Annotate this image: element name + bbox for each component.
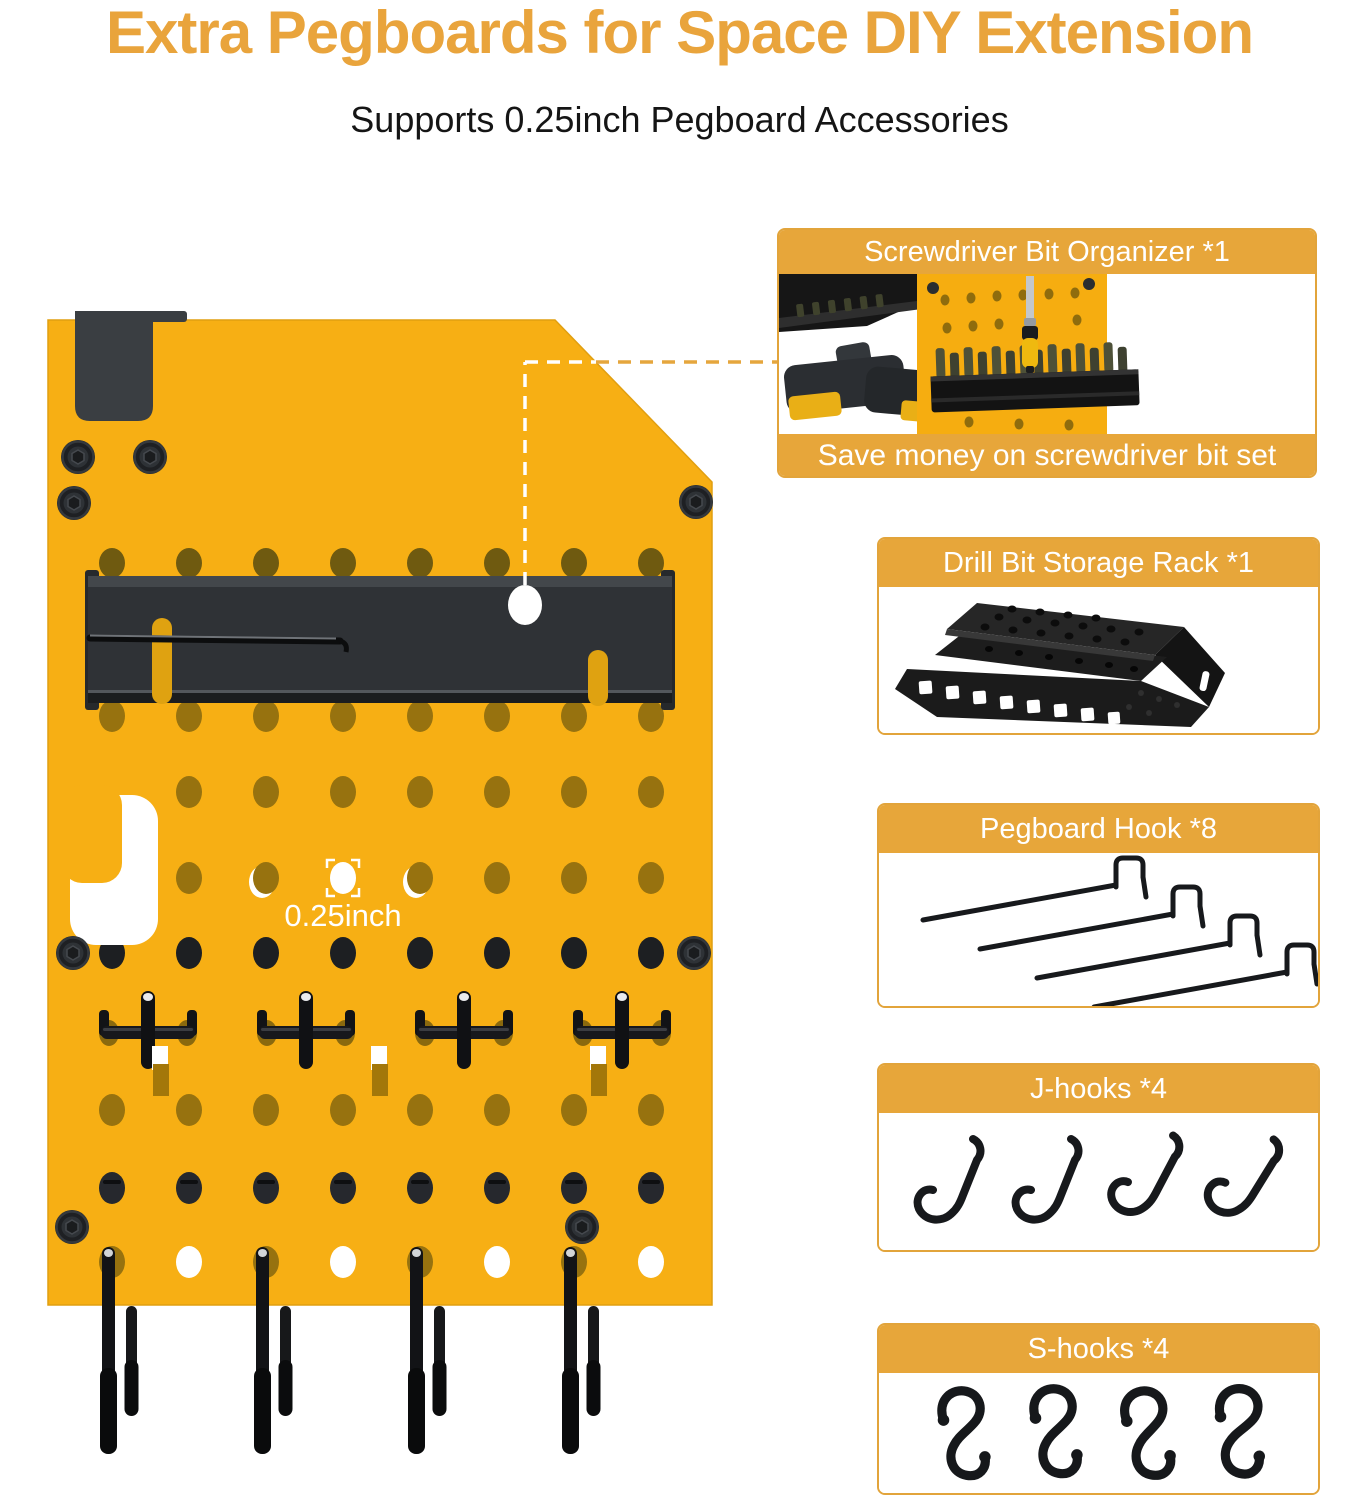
card-image-drill-bit-rack (879, 587, 1318, 733)
hole-size-label: 0.25inch (284, 898, 402, 933)
callout-line (523, 360, 777, 585)
page-subtitle: Supports 0.25inch Pegboard Accessories (350, 99, 1009, 140)
mounted-rail (85, 570, 675, 710)
handle-cutout (62, 785, 158, 945)
card-image-pegboard-hooks (879, 853, 1318, 1006)
pegboard-holes-row (99, 1094, 664, 1126)
hole-highlight-brackets (325, 858, 361, 898)
hanging-bracket (75, 311, 187, 421)
card-title: Drill Bit Storage Rack *1 (879, 539, 1318, 587)
callout-dot (508, 585, 542, 625)
pegboard-holes-row (99, 700, 664, 808)
accessory-card-screwdriver-bit-organizer: Screwdriver Bit Organizer *1 (777, 228, 1317, 478)
card-caption: Save money on screwdriver bit set (779, 434, 1315, 476)
card-image-screwdriver-bit-organizer (779, 274, 1315, 434)
card-title: J-hooks *4 (879, 1065, 1318, 1113)
accessory-card-drill-bit-storage-rack: Drill Bit Storage Rack *1 (877, 537, 1320, 735)
card-title: Pegboard Hook *8 (879, 805, 1318, 853)
card-image-j-hooks (879, 1113, 1318, 1250)
pegboard-holes-row (99, 548, 664, 578)
card-image-s-hooks (879, 1373, 1318, 1493)
accessory-card-j-hooks: J-hooks *4 (877, 1063, 1320, 1252)
accessory-card-s-hooks: S-hooks *4 (877, 1323, 1320, 1495)
card-title: S-hooks *4 (879, 1325, 1318, 1373)
page-title: Extra Pegboards for Space DIY Extension (106, 0, 1254, 66)
pegboard-holes-row (99, 1172, 664, 1204)
pegboard-panel (47, 319, 713, 1306)
pegboard-holes-row (176, 862, 664, 898)
accessory-card-pegboard-hook: Pegboard Hook *8 (877, 803, 1320, 1008)
card-title: Screwdriver Bit Organizer *1 (779, 230, 1315, 274)
